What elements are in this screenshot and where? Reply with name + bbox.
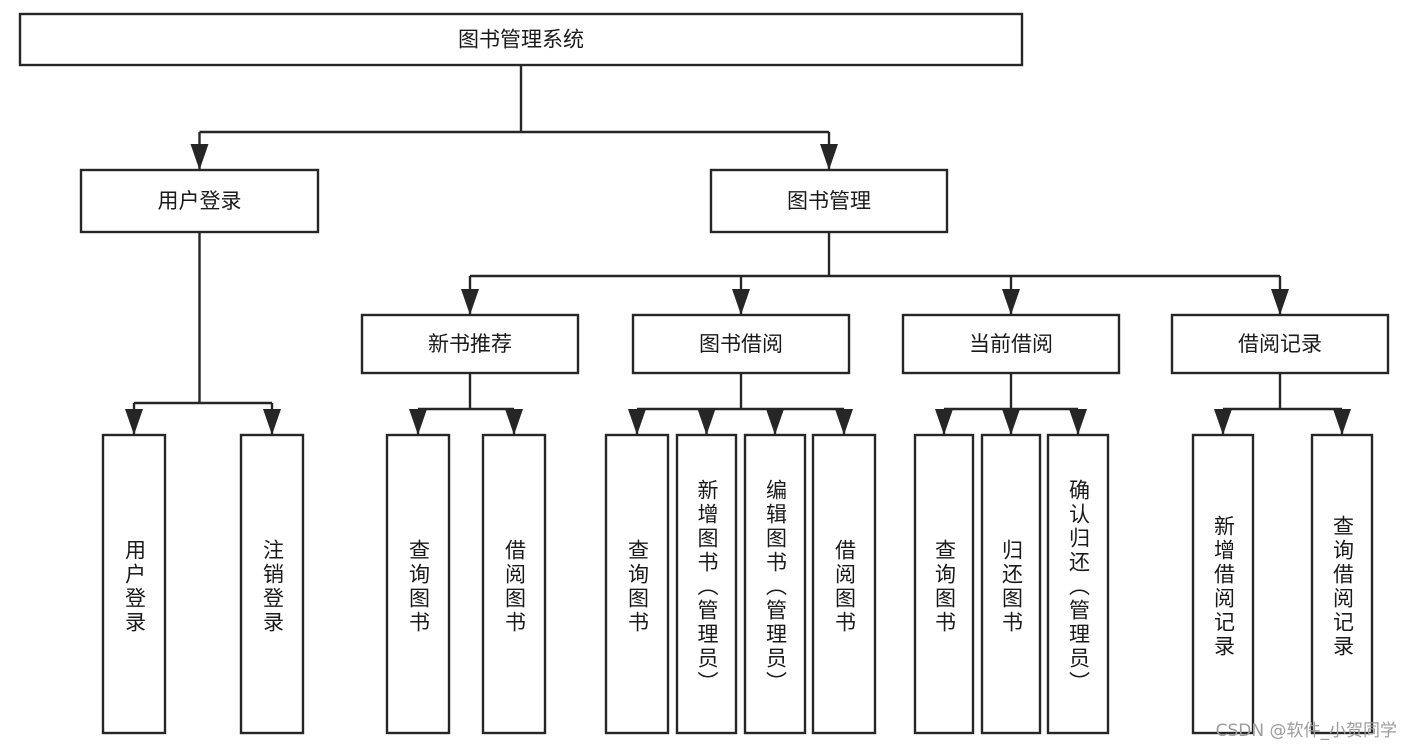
- node-box-book-manage[interactable]: [709, 168, 949, 234]
- node-box-leaf-return-book[interactable]: [980, 433, 1042, 735]
- node-box-leaf-add-book[interactable]: [675, 433, 738, 735]
- arrow-icon-new-book-rec: [461, 289, 479, 315]
- arrow-icon-leaf-add-record: [1214, 409, 1232, 435]
- node-box-leaf-query-book-1[interactable]: [385, 433, 451, 735]
- arrow-icon-current-borrow: [1002, 289, 1020, 315]
- arrow-icon-leaf-user-login: [125, 409, 143, 435]
- arrow-icon-leaf-query-book-1: [409, 409, 427, 435]
- node-box-leaf-borrow-book-1[interactable]: [481, 433, 547, 735]
- node-label-root: 图书管理系统: [458, 28, 584, 52]
- node-box-leaf-user-login[interactable]: [101, 433, 167, 735]
- node-box-leaf-edit-book[interactable]: [743, 433, 807, 735]
- arrow-icon-book-manage: [820, 144, 838, 170]
- arrow-icon-leaf-query-book-2: [628, 409, 646, 435]
- node-box-leaf-query-book-2[interactable]: [604, 433, 670, 735]
- node-label-current-borrow: 当前借阅: [969, 332, 1053, 356]
- arrow-icon-leaf-confirm-return: [1069, 409, 1087, 435]
- connectors-layer: [125, 65, 1351, 435]
- node-box-leaf-confirm-return[interactable]: [1046, 433, 1110, 735]
- node-box-leaf-query-book-3[interactable]: [913, 433, 975, 735]
- node-label-book-manage: 图书管理: [787, 189, 871, 213]
- arrow-icon-leaf-return-book: [1002, 409, 1020, 435]
- arrow-icon-book-borrow: [732, 289, 750, 315]
- node-box-leaf-query-record[interactable]: [1310, 433, 1374, 735]
- node-label-book-borrow: 图书借阅: [699, 332, 783, 356]
- arrow-icon-leaf-add-book: [697, 409, 716, 435]
- node-box-root[interactable]: [18, 12, 1024, 67]
- node-label-new-book-rec: 新书推荐: [428, 332, 512, 356]
- node-label-borrow-record: 借阅记录: [1238, 332, 1322, 356]
- node-label-user-login: 用户登录: [158, 189, 242, 213]
- csdn-watermark: CSDN @软件_小贺同学: [1215, 721, 1397, 741]
- arrow-icon-borrow-record: [1271, 289, 1289, 315]
- arrow-icon-user-login: [190, 144, 209, 170]
- node-box-current-borrow[interactable]: [901, 313, 1121, 375]
- arrow-icon-leaf-borrow-book-2: [835, 409, 853, 435]
- node-box-leaf-add-record[interactable]: [1191, 433, 1255, 735]
- node-box-new-book-rec[interactable]: [360, 313, 580, 375]
- arrow-icon-leaf-user-logout: [263, 409, 281, 435]
- node-box-user-login[interactable]: [79, 168, 320, 234]
- arrow-icon-leaf-query-book-3: [935, 409, 953, 435]
- arrow-icon-leaf-edit-book: [766, 409, 784, 435]
- arrow-icon-leaf-query-record: [1333, 409, 1351, 435]
- node-box-book-borrow[interactable]: [631, 313, 851, 375]
- node-box-leaf-user-logout[interactable]: [239, 433, 305, 735]
- node-box-borrow-record[interactable]: [1170, 313, 1390, 375]
- node-box-leaf-borrow-book-2[interactable]: [811, 433, 877, 735]
- arrow-icon-leaf-borrow-book-1: [505, 409, 523, 435]
